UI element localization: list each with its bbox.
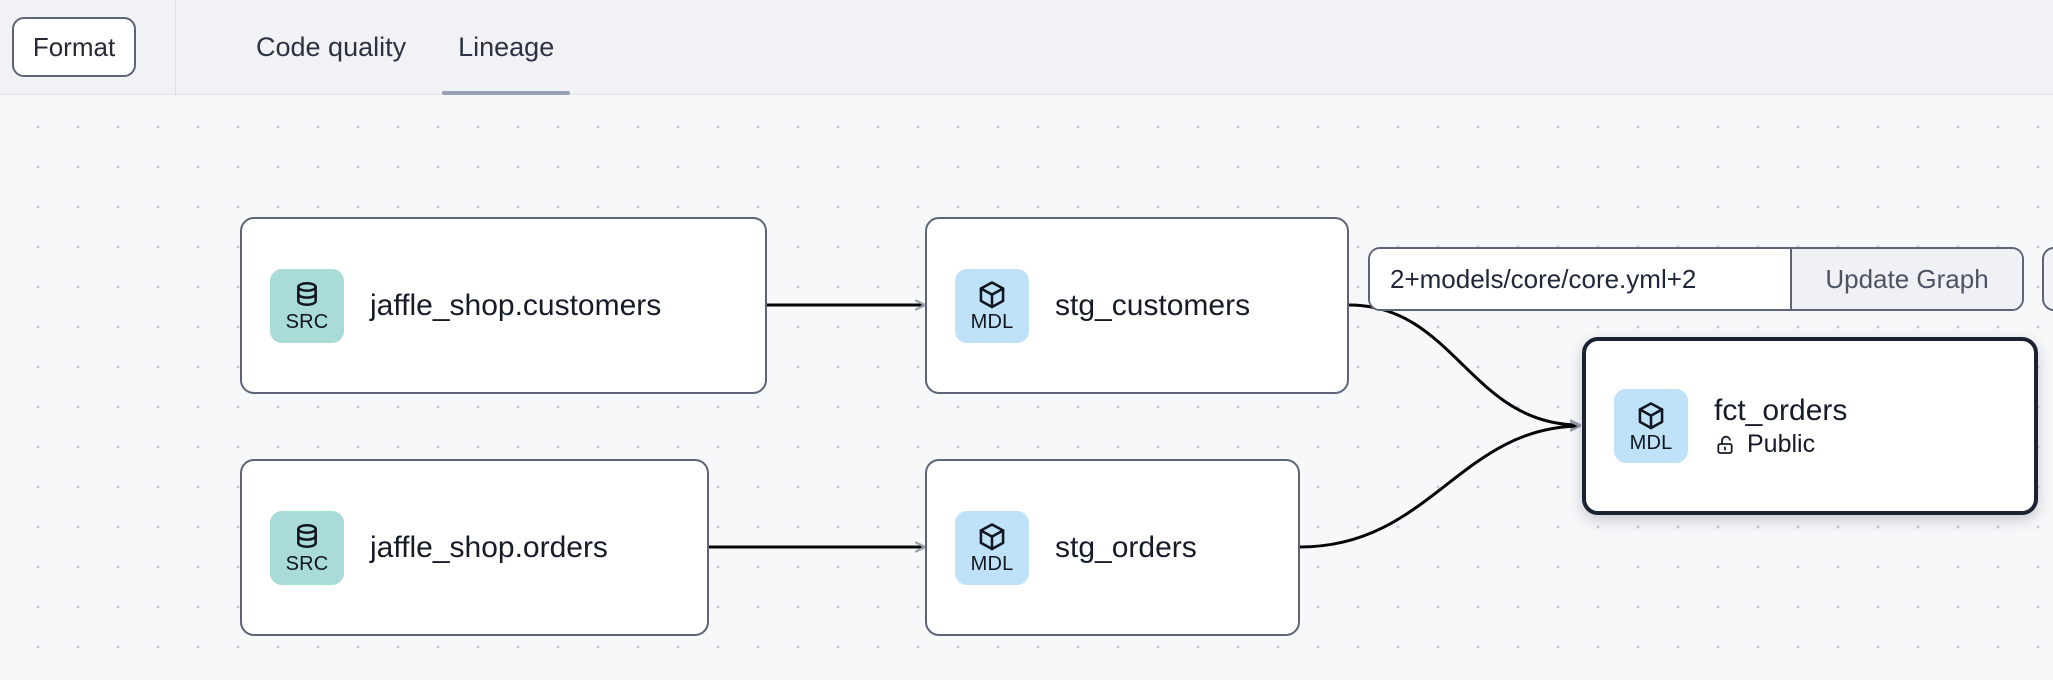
cube-icon xyxy=(979,281,1005,309)
mdl-badge-label: MDL xyxy=(970,553,1014,575)
node-text: fct_orders Public xyxy=(1714,394,1847,459)
node-jaffle-shop-orders[interactable]: SRC jaffle_shop.orders xyxy=(240,459,709,636)
node-text: stg_customers xyxy=(1055,289,1250,322)
node-access-label: Public xyxy=(1747,429,1816,458)
node-text: stg_orders xyxy=(1055,531,1197,564)
format-button[interactable]: Format xyxy=(12,17,136,77)
lineage-selector-group: Update Graph xyxy=(1368,247,2024,311)
node-title: stg_orders xyxy=(1055,531,1197,564)
node-fct-orders[interactable]: MDL fct_orders Public xyxy=(1582,337,2038,515)
mdl-badge: MDL xyxy=(955,510,1029,585)
unlocked-padlock-icon xyxy=(1717,435,1733,454)
src-badge-label: SRC xyxy=(285,311,329,333)
tab-bar: Code quality Lineage xyxy=(230,0,580,95)
toolbar-divider xyxy=(175,0,176,95)
tab-code-quality[interactable]: Code quality xyxy=(256,32,407,62)
node-text: jaffle_shop.orders xyxy=(370,531,608,564)
edge-stg-customers-to-fct-orders xyxy=(1348,303,1580,425)
mdl-badge-label: MDL xyxy=(1629,431,1673,454)
mdl-badge-label: MDL xyxy=(970,311,1014,333)
src-badge: SRC xyxy=(270,510,344,585)
src-badge-label: SRC xyxy=(285,553,329,575)
cube-icon xyxy=(1638,401,1664,429)
node-title: jaffle_shop.customers xyxy=(370,289,662,322)
edge-stg-orders-to-fct-orders xyxy=(1299,426,1580,549)
node-access-row: Public xyxy=(1714,429,1847,459)
node-text: jaffle_shop.customers xyxy=(370,289,661,322)
toolbar-overflow-button-1[interactable] xyxy=(2042,247,2053,311)
mdl-badge: MDL xyxy=(955,268,1029,343)
lineage-selector-input[interactable] xyxy=(1370,249,1790,309)
src-badge: SRC xyxy=(270,268,344,343)
node-jaffle-shop-customers[interactable]: SRC jaffle_shop.customers xyxy=(240,217,767,394)
node-title: jaffle_shop.orders xyxy=(370,531,608,564)
cube-icon xyxy=(979,523,1005,551)
top-toolbar: Format Code quality Lineage xyxy=(0,0,2053,95)
mdl-badge: MDL xyxy=(1614,389,1688,463)
tab-lineage[interactable]: Lineage xyxy=(432,0,580,95)
lineage-canvas[interactable]: SRC jaffle_shop.customers MDL stg_custom… xyxy=(0,95,2053,680)
node-stg-customers[interactable]: MDL stg_customers xyxy=(925,217,1349,394)
node-title: stg_customers xyxy=(1055,289,1251,322)
database-icon xyxy=(297,282,317,306)
node-title: fct_orders xyxy=(1714,393,1848,427)
database-icon xyxy=(297,524,317,548)
update-graph-button[interactable]: Update Graph xyxy=(1790,249,2022,309)
node-stg-orders[interactable]: MDL stg_orders xyxy=(925,459,1300,636)
